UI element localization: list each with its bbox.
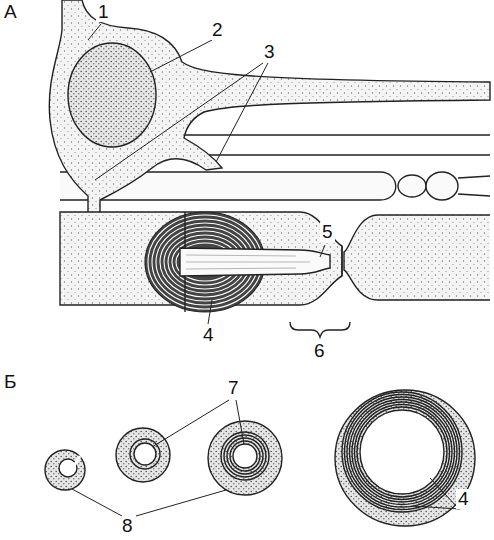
axon-fibrils <box>186 255 310 269</box>
callout-number: 1 <box>96 2 111 22</box>
next-segment <box>344 215 490 300</box>
callout-number: 7 <box>226 378 241 398</box>
axon-tube <box>458 176 490 196</box>
callout-number: 4 <box>456 489 471 509</box>
axon-core <box>180 248 330 276</box>
nucleus <box>68 43 156 147</box>
leader-line <box>72 24 460 516</box>
schwann-cell-body <box>49 0 490 235</box>
callout-number: 6 <box>312 341 327 361</box>
callout-number: 5 <box>320 222 335 242</box>
cross-section <box>45 450 85 490</box>
cross-section <box>116 428 170 482</box>
cross-section <box>208 421 282 495</box>
panel-letter: Б <box>2 372 18 392</box>
callout-number: 2 <box>210 20 225 40</box>
axon-bead <box>398 175 426 197</box>
node-line <box>341 246 342 276</box>
panel-letter: А <box>2 2 19 22</box>
axon-bead <box>426 172 458 200</box>
callout-number: 4 <box>201 325 216 345</box>
cross-section <box>335 390 475 526</box>
axon-tube <box>180 135 490 155</box>
callout-number: 8 <box>120 516 135 536</box>
bracket <box>290 322 350 337</box>
callout-number: 3 <box>262 42 277 62</box>
